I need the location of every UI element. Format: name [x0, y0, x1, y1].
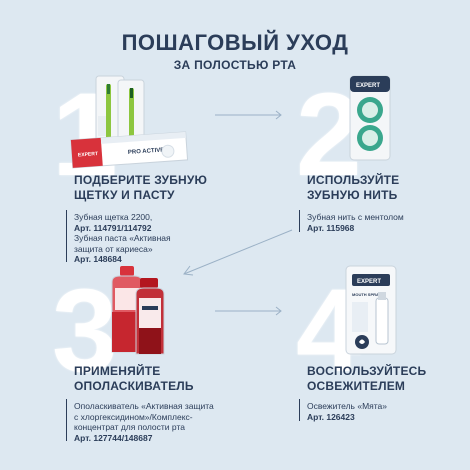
step-3-heading: ПРИМЕНЯЙТЕ ОПОЛАСКИВАТЕЛЬ	[74, 364, 194, 394]
step-1-description: Зубная щетка 2200, Арт. 114791/114792 Зу…	[74, 212, 204, 265]
step-2-desc-line: Зубная нить с ментолом	[307, 212, 404, 222]
step-1-article-number: Арт. 114791/114792	[74, 222, 152, 233]
step-3-desc-line: с хлоргексидином»/Комплекс-	[74, 411, 193, 422]
step-2-heading-line-1: ИСПОЛЬЗУЙТЕ	[307, 173, 400, 187]
step-2-product-label: EXPERT	[356, 83, 380, 89]
step-1-product-label-2: EXPERT	[78, 151, 98, 158]
step-3-divider	[66, 399, 67, 441]
step-4-product-image: EXPERT MOUTH SPRAY	[345, 265, 397, 355]
step-4-heading-line-1: ВОСПОЛЬЗУЙТЕСЬ	[307, 364, 427, 378]
step-2-description: Зубная нить с ментолом Арт. 115968	[307, 212, 447, 233]
step-2-heading: ИСПОЛЬЗУЙТЕ ЗУБНУЮ НИТЬ	[307, 173, 399, 203]
step-4-heading: ВОСПОЛЬЗУЙТЕСЬ ОСВЕЖИТЕЛЕМ	[307, 364, 426, 394]
step-3-number: 3	[52, 265, 118, 397]
page-subtitle: ЗА ПОЛОСТЬЮ РТА	[173, 58, 297, 72]
arrow-right-icon	[215, 110, 282, 120]
step-4-description: Освежитель «Мята» Арт. 126423	[307, 401, 447, 422]
step-1-heading-line-2: ЩЕТКУ И ПАСТУ	[74, 188, 175, 202]
step-4-divider	[299, 399, 300, 421]
step-3-heading-line-2: ОПОЛАСКИВАТЕЛЬ	[74, 379, 194, 393]
step-2-heading-line-2: ЗУБНУЮ НИТЬ	[307, 188, 398, 202]
step-2-article-number: Арт. 115968	[307, 222, 355, 233]
step-2-divider	[299, 210, 300, 232]
step-1-heading-line-1: ПОДБЕРИТЕ ЗУБНУЮ	[74, 173, 208, 187]
page-title: ПОШАГОВЫЙ УХОД	[121, 30, 349, 55]
step-3-products-image	[111, 266, 165, 355]
step-1-desc-line: Зубная паста «Активная	[74, 233, 171, 243]
step-4-heading-line-2: ОСВЕЖИТЕЛЕМ	[307, 379, 406, 393]
step-1-desc-line: Зубная щетка 2200,	[74, 212, 153, 222]
step-3-heading-line-1: ПРИМЕНЯЙТЕ	[74, 364, 161, 378]
step-3-desc-line: Ополаскиватель «Активная защита	[74, 401, 214, 411]
step-1-desc-line: защита от кариеса»	[74, 243, 153, 254]
step-3-desc-line: концентрат для полости рта	[74, 422, 185, 432]
step-1-article-number: Арт. 148684	[74, 254, 122, 264]
step-3-article-number: Арт. 127744/148687	[74, 432, 153, 443]
step-1-products-image: PRO ACTIVE EXPERT	[70, 75, 189, 169]
step-3-description: Ополаскиватель «Активная защита с хлорге…	[74, 401, 234, 443]
step-2-product-image: EXPERT	[349, 75, 391, 161]
step-4-desc-line: Освежитель «Мята»	[307, 401, 388, 411]
step-1-divider	[66, 210, 67, 262]
step-4-product-label-2: MOUTH SPRAY	[352, 292, 382, 297]
step-1-product-label-1: PRO ACTIVE	[128, 147, 165, 156]
step-4-product-label-1: EXPERT	[357, 279, 381, 285]
arrow-diagonal-icon	[183, 229, 293, 276]
step-1-heading: ПОДБЕРИТЕ ЗУБНУЮ ЩЕТКУ И ПАСТУ	[74, 173, 207, 203]
arrow-right-icon	[215, 306, 282, 316]
step-4-article-number: Арт. 126423	[307, 411, 355, 422]
